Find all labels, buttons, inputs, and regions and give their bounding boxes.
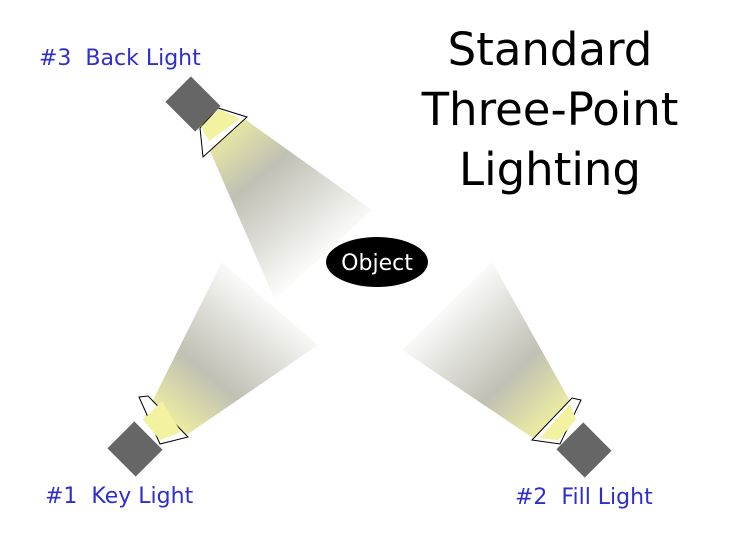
title-line-2: Three-Point bbox=[400, 80, 700, 140]
back-light-label: #3 Back Light bbox=[39, 46, 201, 72]
diagram-title: Standard Three-Point Lighting bbox=[400, 20, 700, 200]
key-light-beam bbox=[143, 262, 318, 436]
key-light-label: #1 Key Light bbox=[45, 484, 193, 510]
fill-light-beam bbox=[402, 262, 575, 440]
title-line-3: Lighting bbox=[400, 140, 700, 200]
title-line-1: Standard bbox=[400, 20, 700, 80]
fill-light-label: #2 Fill Light bbox=[515, 485, 653, 511]
object: Object bbox=[326, 237, 428, 287]
object-label: Object bbox=[341, 251, 413, 276]
